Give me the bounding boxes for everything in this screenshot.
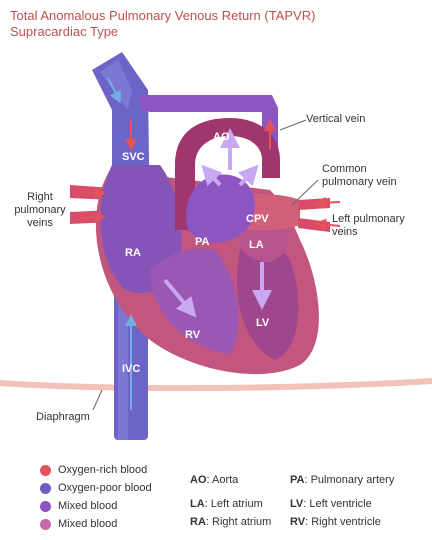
legend-dot-oxygen-poor bbox=[40, 482, 51, 494]
abbr-ao-text: : Aorta bbox=[206, 474, 239, 486]
abbr-lv-key: LV bbox=[290, 498, 304, 510]
label-right-pv-2: pulmonary bbox=[14, 204, 66, 216]
legend-label-oxygen-rich: Oxygen-rich blood bbox=[58, 464, 148, 476]
abbr-pa: PA: Pulmonary artery bbox=[290, 472, 394, 488]
legend-item-oxygen-rich: Oxygen-rich blood bbox=[40, 462, 147, 478]
label-right-pv-3: veins bbox=[27, 217, 53, 229]
label-common-pv-1: Common bbox=[322, 163, 367, 175]
legend-dot-mixed-pink bbox=[40, 518, 51, 530]
title-line-1: Total Anomalous Pulmonary Venous Return … bbox=[10, 8, 316, 23]
abbr-la-text: : Left atrium bbox=[204, 498, 263, 510]
abbr-lv: LV: Left ventricle bbox=[290, 496, 372, 512]
pulmonary-artery bbox=[186, 174, 255, 243]
label-svc: SVC bbox=[122, 151, 145, 163]
legend-label-mixed-purple: Mixed blood bbox=[58, 500, 118, 512]
abbr-pa-key: PA bbox=[290, 474, 305, 486]
abbr-ao: AO: Aorta bbox=[190, 472, 238, 488]
label-cpv: CPV bbox=[246, 213, 269, 225]
legend-label-mixed-pink: Mixed blood bbox=[58, 518, 118, 530]
abbr-pa-text: : Pulmonary artery bbox=[304, 474, 395, 486]
tapvr-heart-diagram: SVC AO PA RA LA LV RV IVC CPV Vertical v… bbox=[0, 52, 432, 440]
abbr-rv-key: RV bbox=[290, 516, 306, 528]
aorta bbox=[175, 118, 280, 230]
label-vertical-vein: Vertical vein bbox=[306, 113, 365, 125]
label-ra: RA bbox=[125, 247, 141, 259]
legend-dot-oxygen-rich bbox=[40, 464, 51, 476]
legend-label-oxygen-poor: Oxygen-poor blood bbox=[58, 482, 152, 494]
abbr-ra-text: : Right atrium bbox=[205, 516, 272, 528]
abbr-la-key: LA bbox=[190, 498, 205, 510]
legend-dot-mixed-purple bbox=[40, 500, 51, 512]
legend: Oxygen-rich blood Oxygen-poor blood Mixe… bbox=[0, 456, 432, 540]
label-right-pv-1: Right bbox=[27, 191, 53, 203]
label-diaphragm: Diaphragm bbox=[36, 411, 90, 423]
label-rv: RV bbox=[185, 329, 201, 341]
label-common-pv-2: pulmonary vein bbox=[322, 176, 397, 188]
abbr-ra-key: RA bbox=[190, 516, 206, 528]
label-la: LA bbox=[249, 239, 264, 251]
label-lv: LV bbox=[256, 317, 270, 329]
abbr-rv-text: : Right ventricle bbox=[305, 516, 381, 528]
diaphragm bbox=[0, 378, 432, 392]
title-line-2: Supracardiac Type bbox=[10, 24, 119, 39]
abbr-ao-key: AO bbox=[190, 474, 207, 486]
legend-item-mixed-pink: Mixed blood bbox=[40, 516, 117, 532]
label-pa: PA bbox=[195, 236, 210, 248]
label-ao: AO bbox=[213, 131, 230, 143]
abbr-la: LA: Left atrium bbox=[190, 496, 263, 512]
label-ivc: IVC bbox=[122, 363, 140, 375]
abbr-lv-text: : Left ventricle bbox=[303, 498, 372, 510]
abbr-ra: RA: Right atrium bbox=[190, 514, 271, 530]
legend-item-mixed-purple: Mixed blood bbox=[40, 498, 117, 514]
abbr-rv: RV: Right ventricle bbox=[290, 514, 381, 530]
label-left-pv-2: veins bbox=[332, 226, 358, 238]
label-left-pv-1: Left pulmonary bbox=[332, 213, 405, 225]
legend-item-oxygen-poor: Oxygen-poor blood bbox=[40, 480, 152, 496]
